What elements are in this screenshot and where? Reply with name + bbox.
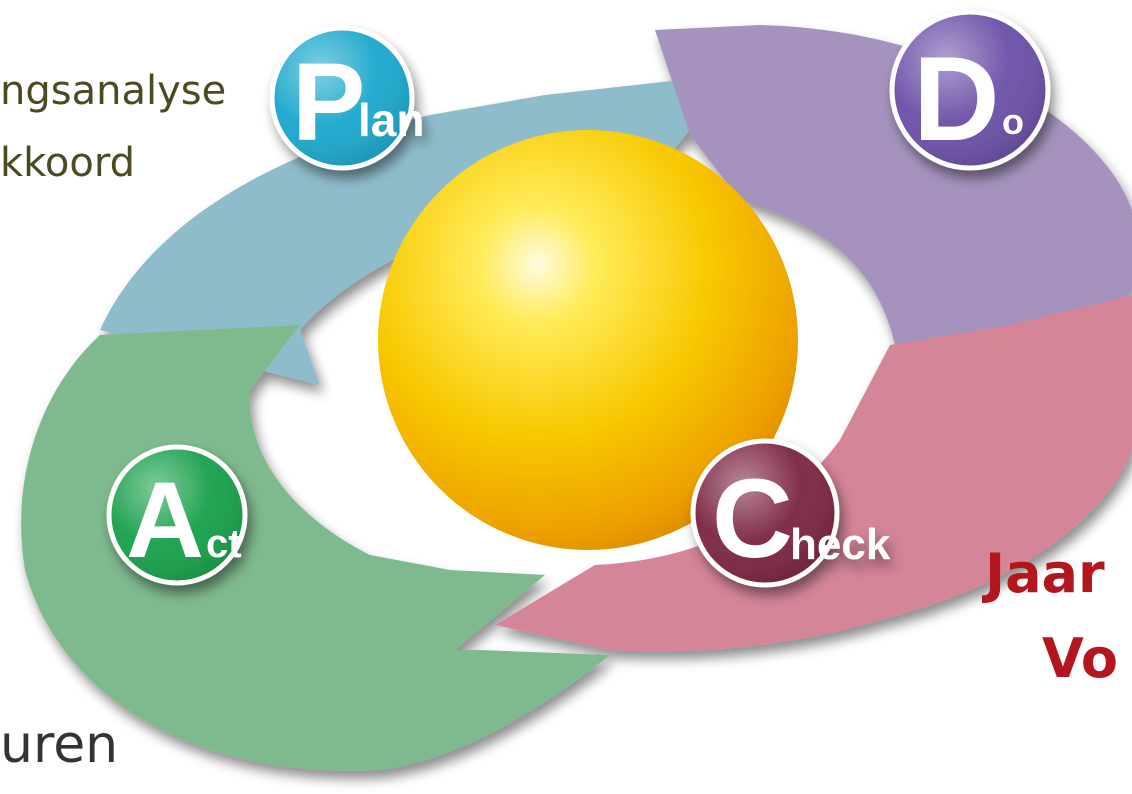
plan-caption-line1: ngsanalyse [0,68,227,114]
check-letter: C [712,456,793,581]
act-arrow [21,325,610,771]
check-badge: C heck [690,438,891,588]
center-sphere [378,130,798,550]
plan-caption-line2: kkoord [0,140,135,186]
act-suffix: ct [206,522,242,566]
plan-letter: P [292,41,365,164]
act-caption: uren [0,715,119,775]
check-suffix: heck [790,520,891,569]
plan-suffix: lan [358,94,424,146]
do-badge: D o [889,9,1051,171]
do-letter: D [913,32,1000,166]
act-letter: A [126,459,204,580]
plan-badge: P lan [269,25,424,171]
check-caption-line2: Vo [1042,627,1118,690]
do-suffix: o [1002,101,1024,142]
act-badge: A ct [106,444,248,586]
check-caption-line1: Jaar [985,542,1105,605]
